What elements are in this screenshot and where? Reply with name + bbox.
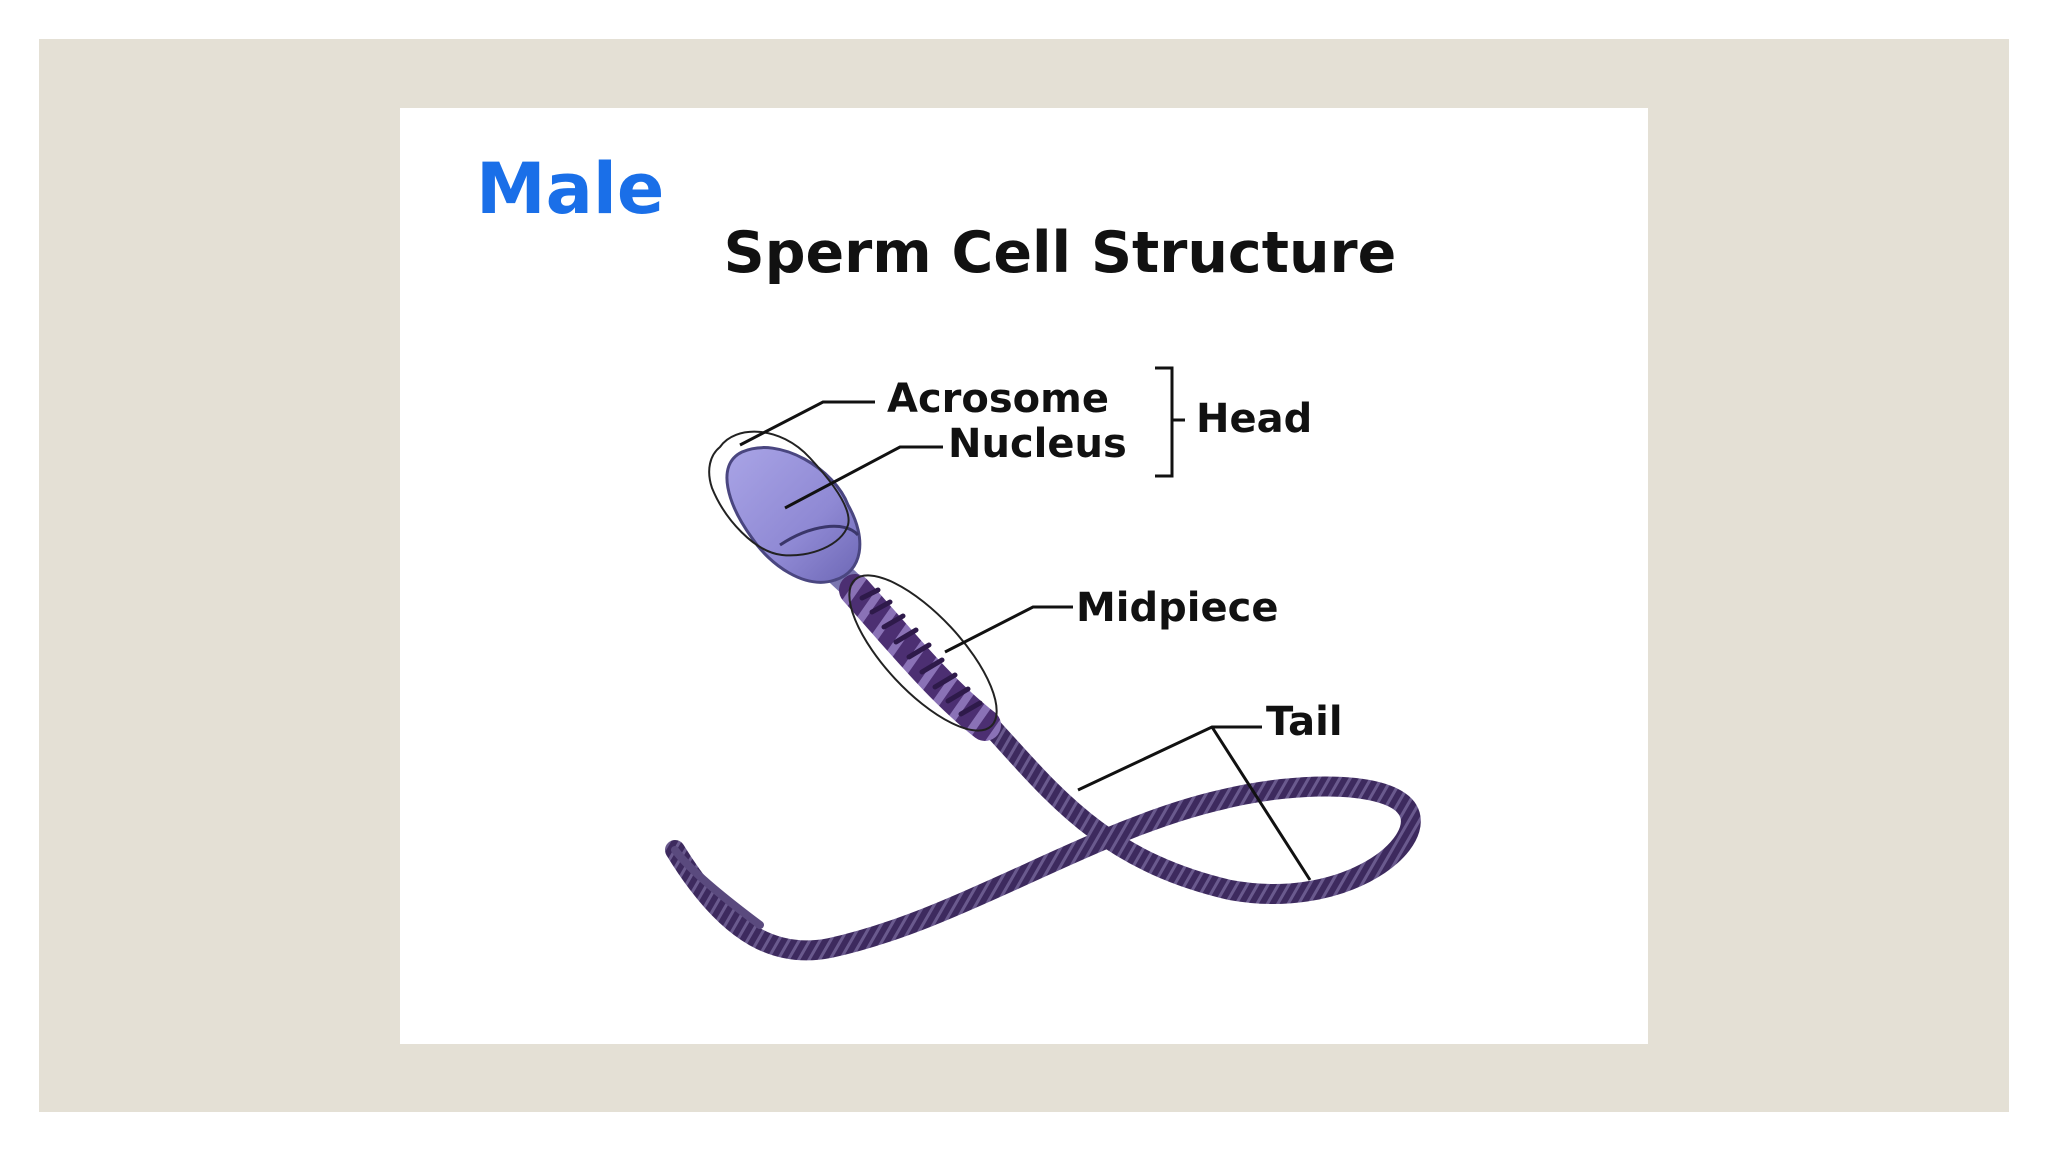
midpiece-leader — [944, 605, 1073, 654]
diagram-title: Sperm Cell Structure — [724, 220, 1397, 286]
head — [725, 446, 862, 584]
midpiece-label: Midpiece — [1076, 585, 1278, 631]
tail — [665, 710, 1421, 961]
nucleus-leader — [784, 445, 943, 510]
tail-tip — [671, 846, 764, 929]
acrosome-leader — [739, 400, 875, 447]
acrosome-label: Acrosome — [887, 376, 1109, 422]
head-bracket — [1155, 366, 1185, 478]
midpiece-rings — [859, 587, 983, 717]
head-label: Head — [1196, 396, 1312, 442]
tail-label: Tail — [1266, 699, 1343, 745]
midpiece-outline — [848, 574, 998, 732]
slide-canvas — [400, 108, 1648, 1044]
head-collar — [779, 524, 860, 547]
acrosome-outline — [708, 430, 850, 557]
slide-title: Male — [476, 148, 665, 230]
nucleus-label: Nucleus — [948, 421, 1127, 467]
tail-leader — [1077, 725, 1312, 881]
